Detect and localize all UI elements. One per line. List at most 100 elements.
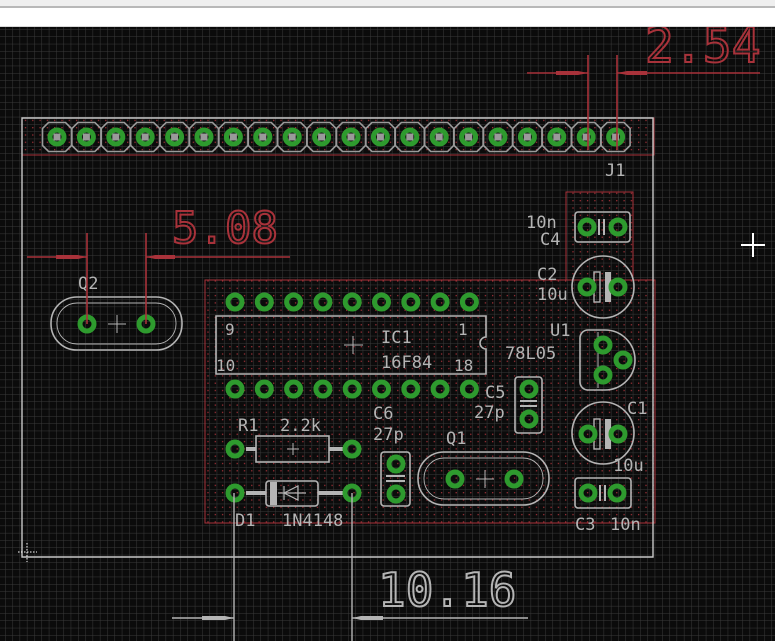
dimension-5-08[interactable]: 5.08 bbox=[27, 202, 290, 324]
header-pin-pad[interactable] bbox=[547, 127, 567, 147]
pad[interactable] bbox=[445, 469, 465, 489]
header-pin-drill bbox=[318, 133, 326, 141]
ic1-pad[interactable] bbox=[313, 292, 333, 312]
ic1-pad[interactable] bbox=[284, 292, 304, 312]
c6-label: C6 bbox=[373, 404, 393, 424]
pad[interactable] bbox=[608, 217, 628, 237]
ic1-dip18[interactable]: 9 1 10 18 IC1 16F84 bbox=[215, 292, 487, 399]
ic1-pad[interactable] bbox=[313, 379, 333, 399]
header-pin-drill bbox=[494, 133, 502, 141]
window-top-bar bbox=[0, 0, 775, 8]
header-pin-pad[interactable] bbox=[47, 127, 67, 147]
header-pin-drill bbox=[53, 133, 61, 141]
pad[interactable] bbox=[225, 439, 245, 459]
pad[interactable] bbox=[519, 379, 539, 399]
resistor-r1[interactable]: R1 2.2k bbox=[225, 416, 362, 463]
capacitor-c4[interactable]: 10n C4 bbox=[526, 211, 631, 250]
pad[interactable] bbox=[613, 350, 633, 370]
ic1-pad[interactable] bbox=[459, 379, 479, 399]
header-pin-pad[interactable] bbox=[194, 127, 214, 147]
d1-label: D1 bbox=[235, 511, 255, 531]
c4-label: C4 bbox=[540, 230, 560, 250]
header-pin-pad[interactable] bbox=[165, 127, 185, 147]
header-pin-drill bbox=[553, 133, 561, 141]
capacitor-c5[interactable]: C5 27p bbox=[474, 376, 543, 434]
header-pin-pad[interactable] bbox=[253, 127, 273, 147]
ic1-pad[interactable] bbox=[459, 292, 479, 312]
pad[interactable] bbox=[578, 483, 598, 503]
ic1-pin-9: 9 bbox=[225, 320, 235, 339]
pad[interactable] bbox=[386, 484, 406, 504]
ic1-pad[interactable] bbox=[401, 379, 421, 399]
dimension-2-54[interactable]: 2.54 bbox=[527, 27, 762, 150]
r1-value: 2.2k bbox=[280, 416, 321, 436]
header-pin-pad[interactable] bbox=[429, 127, 449, 147]
header-pin-outline bbox=[335, 121, 367, 153]
pcb-layout-canvas[interactable]: J1 Q2 9 1 10 18 IC1 16F84 10n C4 C2 bbox=[0, 27, 775, 641]
capacitor-c2[interactable]: C2 10u bbox=[537, 255, 635, 319]
c4-value: 10n bbox=[526, 213, 557, 233]
pad[interactable] bbox=[607, 483, 627, 503]
header-j1[interactable] bbox=[41, 121, 631, 153]
ic1-pad[interactable] bbox=[225, 292, 245, 312]
ic1-pad[interactable] bbox=[225, 379, 245, 399]
regulator-u1[interactable]: U1 78L05 bbox=[505, 321, 636, 391]
header-pin-pad[interactable] bbox=[370, 127, 390, 147]
pad[interactable] bbox=[342, 439, 362, 459]
diode-d1[interactable]: D1 1N4148 bbox=[225, 480, 362, 531]
header-pin-outline bbox=[541, 121, 573, 153]
ic1-pad[interactable] bbox=[254, 379, 274, 399]
crystal-q1[interactable]: Q1 bbox=[417, 429, 550, 506]
header-pin-drill bbox=[200, 133, 208, 141]
header-pin-pad[interactable] bbox=[459, 127, 479, 147]
pad[interactable] bbox=[593, 335, 613, 355]
header-pin-pad[interactable] bbox=[517, 127, 537, 147]
ic1-pad[interactable] bbox=[342, 292, 362, 312]
pad[interactable] bbox=[504, 469, 524, 489]
header-pin-pad[interactable] bbox=[400, 127, 420, 147]
header-pin-pad[interactable] bbox=[135, 127, 155, 147]
header-pin-outline bbox=[247, 121, 279, 153]
keepout-c4 bbox=[565, 191, 634, 281]
pad[interactable] bbox=[608, 424, 628, 444]
ic1-pad[interactable] bbox=[372, 292, 391, 312]
dim-2-54-label: 2.54 bbox=[645, 27, 761, 74]
ic1-pad[interactable] bbox=[430, 379, 450, 399]
c6-value: 27p bbox=[373, 425, 404, 445]
pad[interactable] bbox=[386, 454, 406, 474]
header-pin-pad[interactable] bbox=[606, 127, 626, 147]
ic1-pin-18: 18 bbox=[454, 356, 473, 375]
capacitor-c1[interactable]: C1 10u bbox=[571, 399, 647, 476]
header-pin-pad[interactable] bbox=[282, 127, 302, 147]
header-pin-drill bbox=[435, 133, 443, 141]
dimension-10-16[interactable]: 10.16 bbox=[172, 493, 528, 641]
keepout-main bbox=[204, 279, 656, 524]
ic1-pad[interactable] bbox=[254, 292, 274, 312]
pad[interactable] bbox=[593, 365, 613, 385]
pad[interactable] bbox=[608, 277, 628, 297]
header-pin-pad[interactable] bbox=[76, 127, 96, 147]
c1-label: C1 bbox=[627, 399, 647, 419]
pad[interactable] bbox=[578, 424, 598, 444]
ic1-pad[interactable] bbox=[342, 379, 362, 399]
header-pin-outline bbox=[218, 121, 249, 153]
u1-label: U1 bbox=[550, 321, 570, 341]
capacitor-c3[interactable]: C3 10n bbox=[574, 477, 641, 535]
pad[interactable] bbox=[225, 483, 245, 503]
pad[interactable] bbox=[577, 277, 597, 297]
header-pin-pad[interactable] bbox=[106, 127, 126, 147]
header-pin-pad[interactable] bbox=[223, 127, 243, 147]
capacitor-c6[interactable]: C6 27p bbox=[373, 404, 411, 507]
ic1-pad[interactable] bbox=[372, 379, 391, 399]
ic1-pad[interactable] bbox=[284, 379, 304, 399]
pad[interactable] bbox=[577, 217, 597, 237]
pad[interactable] bbox=[519, 409, 539, 429]
ic1-pad[interactable] bbox=[401, 292, 421, 312]
header-pin-pad[interactable] bbox=[312, 127, 332, 147]
ic1-pin-1: 1 bbox=[458, 320, 468, 339]
header-pin-pad[interactable] bbox=[488, 127, 508, 147]
q2-label: Q2 bbox=[78, 274, 98, 294]
ic1-pad[interactable] bbox=[430, 292, 450, 312]
header-pin-pad[interactable] bbox=[341, 127, 361, 147]
header-pin-pad[interactable] bbox=[576, 127, 596, 147]
